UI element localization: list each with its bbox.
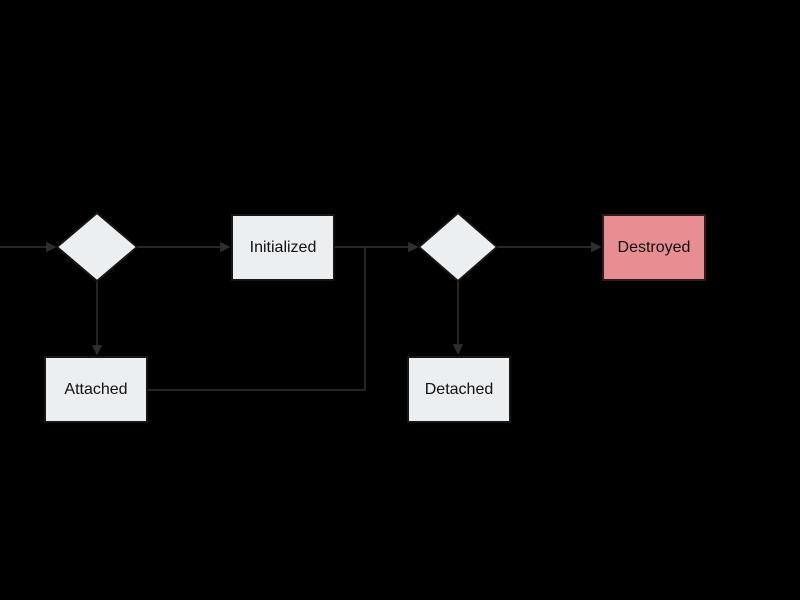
node-destroyed-label: Destroyed bbox=[617, 238, 691, 256]
node-destroyed: Destroyed bbox=[602, 214, 706, 281]
edge-attached-to-decision2 bbox=[148, 247, 366, 391]
decision-diamond-1 bbox=[55, 211, 139, 283]
node-initialized-label: Initialized bbox=[249, 238, 317, 256]
node-attached: Attached bbox=[44, 356, 148, 423]
node-initialized: Initialized bbox=[231, 214, 335, 281]
node-detached: Detached bbox=[407, 356, 511, 423]
decision-diamond-2 bbox=[417, 211, 499, 283]
node-detached-label: Detached bbox=[424, 380, 494, 398]
node-attached-label: Attached bbox=[64, 380, 128, 398]
